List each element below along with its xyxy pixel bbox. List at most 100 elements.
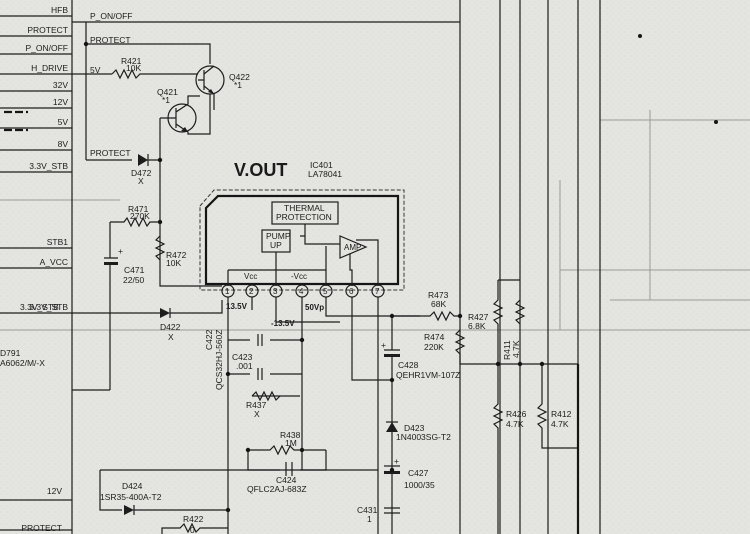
resistor-r437: R437 X — [246, 390, 281, 419]
resistor-r426: R426 4.7K — [492, 364, 527, 534]
svg-text:68K: 68K — [431, 299, 446, 309]
svg-text:4.7K: 4.7K — [511, 340, 521, 358]
svg-text:R422: R422 — [183, 514, 204, 524]
diode-d424: D424 1SR35-400A-T2 — [99, 469, 378, 515]
net-label-stb1: STB1 — [47, 237, 69, 247]
resistor-r471: R471 270K — [110, 204, 160, 228]
svg-text:6: 6 — [349, 287, 354, 296]
svg-text:C424: C424 — [276, 475, 297, 485]
svg-text:D791: D791 — [0, 348, 21, 358]
rail-13v5: 13.5V — [226, 302, 248, 311]
svg-text:X: X — [254, 409, 260, 419]
svg-text:+: + — [394, 456, 399, 466]
net-label-p-on-off: P_ON/OFF — [25, 43, 68, 53]
net-3v3-stb-d422: 3.3V_STB D422 X — [20, 300, 223, 342]
svg-text:X: X — [168, 332, 174, 342]
svg-text:Vcc: Vcc — [244, 272, 257, 281]
ic-title: V.OUT — [234, 160, 287, 180]
svg-text:R471: R471 — [128, 204, 149, 214]
resistor-r412: R412 4.7K — [536, 364, 578, 449]
svg-text:QCS32HJ-560Z: QCS32HJ-560Z — [214, 330, 224, 390]
resistor-r421: R421 10K — [111, 56, 198, 80]
svg-text:.001: .001 — [236, 361, 253, 371]
svg-text:2: 2 — [249, 287, 254, 296]
svg-text:4.7K: 4.7K — [551, 419, 569, 429]
svg-text:D472: D472 — [131, 168, 152, 178]
resistor-r422: R422 0 — [161, 514, 228, 534]
svg-text:R474: R474 — [424, 332, 445, 342]
ic401-vout: V.OUT IC401 LA78041 THERMAL PROTECTION P… — [199, 160, 405, 328]
ic-ref: IC401 — [310, 160, 333, 170]
resistor-r411: R411 4.7K — [502, 299, 526, 360]
ic-lower-wiring — [227, 297, 420, 534]
left-net-labels: HFB PROTECT P_ON/OFF H_DRIVE 32V 12V 5V … — [21, 5, 68, 533]
svg-text:QEHR1VM-107Z: QEHR1VM-107Z — [396, 370, 460, 380]
net-label-protect-top: PROTECT — [90, 35, 131, 45]
diode-d791-label: D791 A6062/M/-X — [0, 348, 45, 368]
net-label-p-on-off-top: P_ON/OFF — [90, 11, 133, 21]
amp-triangle — [339, 235, 368, 259]
svg-text:220K: 220K — [424, 342, 444, 352]
svg-text:QFLC2AJ-683Z: QFLC2AJ-683Z — [247, 484, 307, 494]
svg-text:0: 0 — [190, 525, 195, 534]
svg-text:R421: R421 — [121, 56, 142, 66]
capacitor-c471: + C471 22/50 — [72, 222, 145, 391]
capacitor-c423: C423 .001 — [232, 334, 263, 380]
top-nets: P_ON/OFF PROTECT 5V PROTECT — [72, 11, 460, 161]
svg-text:C423: C423 — [232, 352, 253, 362]
svg-text:1: 1 — [367, 514, 372, 524]
rail-50vp: 50Vp — [305, 303, 324, 312]
svg-text:4.7K: 4.7K — [506, 419, 524, 429]
svg-text:7: 7 — [375, 287, 380, 296]
svg-text:1000/35: 1000/35 — [404, 480, 435, 490]
svg-text:1M: 1M — [285, 438, 297, 448]
diode-d423: D423 1N4003SG-T2 — [386, 421, 451, 442]
svg-text:UP: UP — [270, 240, 282, 250]
net-label-protect-2: PROTECT — [21, 523, 62, 533]
svg-text:R437: R437 — [246, 400, 267, 410]
left-bus — [0, 0, 73, 534]
svg-text:C471: C471 — [124, 265, 145, 275]
svg-text:3: 3 — [273, 287, 278, 296]
svg-text:X: X — [138, 176, 144, 186]
svg-text:3.3V_STB: 3.3V_STB — [20, 302, 59, 312]
svg-text:R411: R411 — [502, 340, 512, 360]
svg-text:R412: R412 — [551, 409, 572, 419]
net-label-a-vcc: A_VCC — [40, 257, 68, 267]
net-label-12v: 12V — [53, 97, 68, 107]
net-label-12v-2: 12V — [47, 486, 62, 496]
svg-text:PROTECTION: PROTECTION — [276, 212, 332, 222]
svg-text:*1: *1 — [162, 95, 170, 105]
ic-part: LA78041 — [308, 169, 342, 179]
right-vertical-rails — [459, 0, 601, 534]
svg-text:-Vcc: -Vcc — [291, 272, 307, 281]
svg-text:*1: *1 — [234, 80, 242, 90]
svg-text:R426: R426 — [506, 409, 527, 419]
transistor-q421: Q421 *1 — [157, 87, 211, 135]
net-label-3v3-stb: 3.3V_STB — [29, 161, 68, 171]
net-label-5v: 5V — [58, 117, 69, 127]
svg-text:D424: D424 — [122, 481, 143, 491]
svg-text:6.8K: 6.8K — [468, 321, 486, 331]
svg-text:5: 5 — [323, 287, 328, 296]
resistor-r427: R427 6.8K — [468, 279, 520, 364]
net-label-3v3-stb-2: 3.3V_STB — [29, 302, 68, 312]
svg-text:A6062/M/-X: A6062/M/-X — [0, 358, 45, 368]
net-label-5v-top: 5V — [90, 65, 101, 75]
svg-text:R438: R438 — [280, 430, 301, 440]
svg-text:10K: 10K — [166, 258, 181, 268]
svg-text:1: 1 — [225, 287, 230, 296]
svg-text:+: + — [381, 340, 386, 350]
svg-text:D422: D422 — [160, 322, 181, 332]
resistor-r472: R472 10K — [154, 235, 222, 287]
svg-text:AMP: AMP — [344, 243, 361, 252]
svg-text:1SR35-400A-T2: 1SR35-400A-T2 — [100, 492, 162, 502]
resistor-r474: R474 220K — [424, 329, 578, 365]
net-label-8v: 8V — [58, 139, 69, 149]
svg-text:10K: 10K — [126, 63, 141, 73]
svg-text:270K: 270K — [130, 211, 150, 221]
svg-text:R472: R472 — [166, 250, 187, 260]
capacitor-c422: C422 QCS32HJ-560Z — [204, 329, 224, 390]
